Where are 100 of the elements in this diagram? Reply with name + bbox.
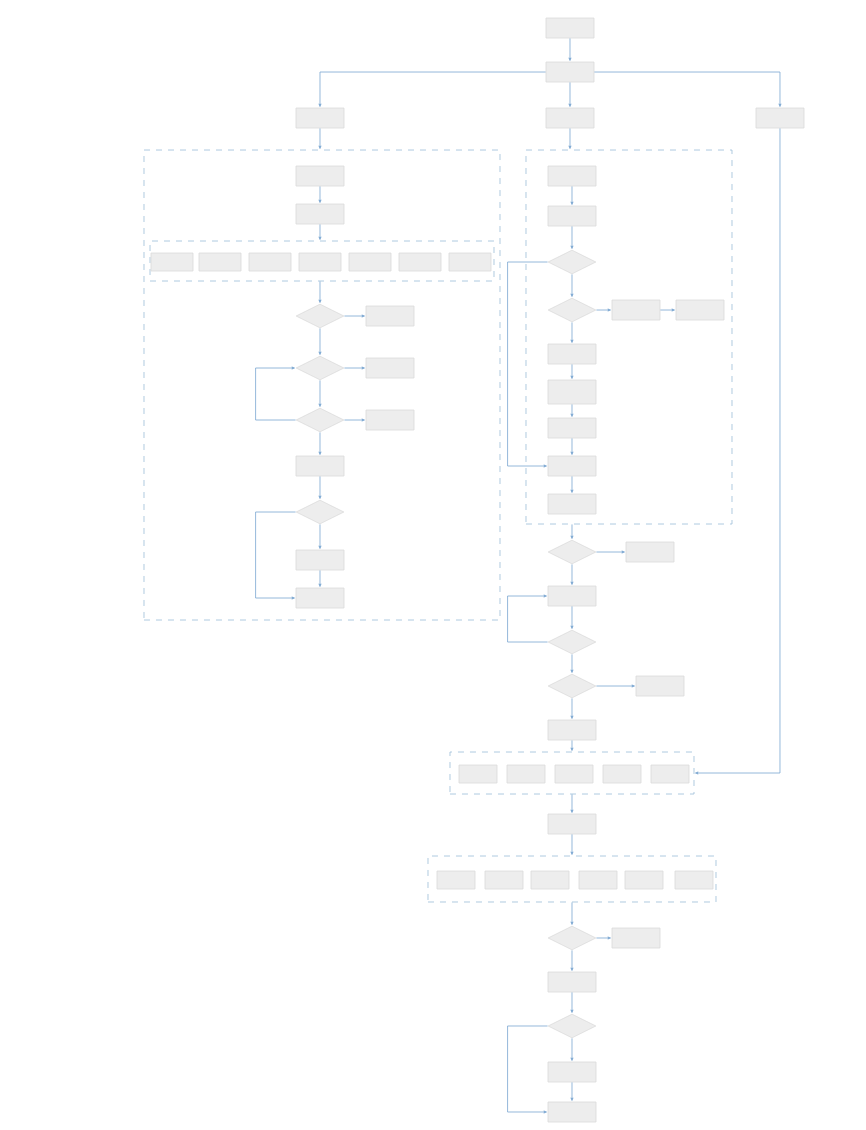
process-box bbox=[348, 252, 392, 272]
arrow bbox=[570, 438, 574, 455]
process-box bbox=[547, 165, 597, 187]
arrow bbox=[570, 524, 574, 539]
arrow bbox=[318, 71, 546, 107]
process-box bbox=[602, 764, 642, 784]
arrow bbox=[318, 524, 322, 549]
process-box bbox=[625, 541, 675, 563]
process-box bbox=[530, 870, 570, 890]
process-box bbox=[295, 455, 345, 477]
decision-diamond bbox=[547, 1013, 597, 1039]
arrow bbox=[660, 308, 675, 312]
process-box bbox=[248, 252, 292, 272]
arrow bbox=[318, 380, 322, 407]
arrow bbox=[570, 226, 574, 249]
arrow bbox=[596, 550, 625, 554]
process-box bbox=[298, 252, 342, 272]
arrow bbox=[568, 82, 572, 107]
arrow bbox=[344, 366, 365, 370]
process-box bbox=[547, 343, 597, 365]
arrow bbox=[507, 261, 548, 468]
process-box bbox=[458, 764, 498, 784]
process-box bbox=[198, 252, 242, 272]
arrow bbox=[570, 992, 574, 1013]
arrow bbox=[568, 128, 572, 149]
process-box bbox=[150, 252, 194, 272]
arrow bbox=[596, 684, 635, 688]
arrow bbox=[318, 128, 322, 149]
process-box bbox=[484, 870, 524, 890]
process-box bbox=[448, 252, 492, 272]
arrow bbox=[507, 1025, 548, 1114]
arrow bbox=[255, 366, 296, 421]
process-box bbox=[547, 1101, 597, 1123]
process-box bbox=[547, 1061, 597, 1083]
arrow bbox=[570, 364, 574, 379]
arrow bbox=[570, 950, 574, 971]
arrow bbox=[596, 308, 611, 312]
arrow bbox=[568, 38, 572, 61]
arrow bbox=[695, 128, 781, 775]
decision-diamond bbox=[547, 673, 597, 699]
arrow bbox=[570, 322, 574, 343]
decision-diamond bbox=[295, 355, 345, 381]
arrow bbox=[570, 1038, 574, 1061]
process-box bbox=[547, 417, 597, 439]
process-box bbox=[674, 870, 714, 890]
process-box bbox=[365, 409, 415, 431]
process-box bbox=[545, 61, 595, 83]
decision-diamond bbox=[547, 629, 597, 655]
arrow bbox=[570, 404, 574, 417]
process-box bbox=[650, 764, 690, 784]
process-box bbox=[554, 764, 594, 784]
arrow bbox=[570, 476, 574, 493]
process-box bbox=[611, 927, 661, 949]
process-box bbox=[547, 813, 597, 835]
process-box bbox=[547, 719, 597, 741]
arrow bbox=[255, 511, 296, 600]
arrow bbox=[318, 570, 322, 587]
arrow bbox=[570, 698, 574, 719]
arrow bbox=[570, 1082, 574, 1101]
arrow bbox=[570, 274, 574, 297]
process-box bbox=[545, 107, 595, 129]
arrow bbox=[318, 476, 322, 499]
process-box bbox=[547, 493, 597, 515]
process-box bbox=[295, 549, 345, 571]
process-box bbox=[635, 675, 685, 697]
arrow bbox=[318, 328, 322, 355]
process-box bbox=[547, 971, 597, 993]
process-box bbox=[365, 305, 415, 327]
arrow bbox=[318, 281, 322, 303]
arrow bbox=[570, 606, 574, 629]
process-box bbox=[578, 870, 618, 890]
process-box bbox=[755, 107, 805, 129]
decision-diamond bbox=[295, 407, 345, 433]
arrow bbox=[570, 834, 574, 855]
arrow bbox=[570, 902, 574, 925]
arrow bbox=[570, 794, 574, 813]
process-box bbox=[295, 587, 345, 609]
arrow bbox=[570, 564, 574, 585]
arrow bbox=[344, 314, 365, 318]
process-box bbox=[611, 299, 661, 321]
process-box bbox=[295, 203, 345, 225]
arrow bbox=[507, 594, 548, 643]
decision-diamond bbox=[295, 303, 345, 329]
process-box bbox=[295, 165, 345, 187]
arrow bbox=[318, 224, 322, 240]
arrow bbox=[570, 740, 574, 751]
decision-diamond bbox=[547, 297, 597, 323]
decision-diamond bbox=[547, 249, 597, 275]
process-box bbox=[547, 379, 597, 405]
process-box bbox=[547, 585, 597, 607]
arrow bbox=[570, 654, 574, 673]
decision-diamond bbox=[295, 499, 345, 525]
decision-diamond bbox=[547, 539, 597, 565]
process-box bbox=[398, 252, 442, 272]
arrow bbox=[570, 186, 574, 205]
process-box bbox=[436, 870, 476, 890]
process-box bbox=[547, 205, 597, 227]
arrow bbox=[344, 418, 365, 422]
arrow bbox=[596, 936, 611, 940]
arrow bbox=[318, 432, 322, 455]
